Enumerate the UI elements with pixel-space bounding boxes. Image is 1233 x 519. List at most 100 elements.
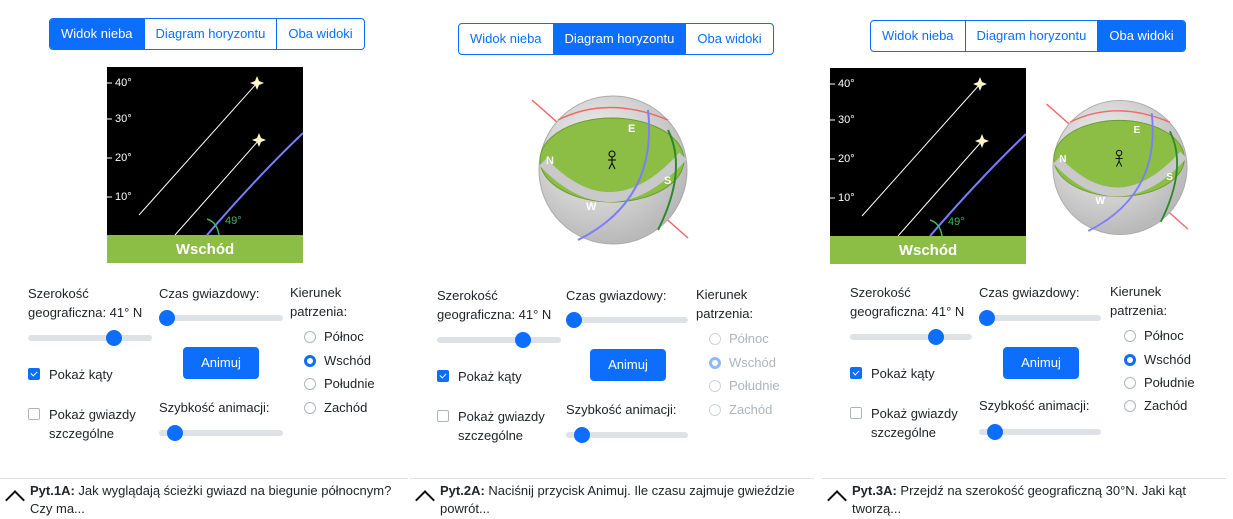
horizon-path <box>929 133 1026 237</box>
checkbox-box <box>28 408 40 420</box>
animation-speed-label: Szybkość animacji: <box>979 398 1090 413</box>
sky-view: 40° 30° 20° 10° 49° Wschód <box>830 68 1026 264</box>
sidereal-thumb[interactable] <box>159 310 175 326</box>
view-toggle: Widok nieba Diagram horyzontu Oba widoki <box>49 18 365 50</box>
radio-east[interactable]: Wschód <box>304 351 371 370</box>
compass-e: E <box>628 123 635 135</box>
latitude-thumb[interactable] <box>106 330 122 346</box>
speed-thumb[interactable] <box>987 424 1003 440</box>
question-text: Pyt.1A: Jak wyglądają ścieżki gwiazd na … <box>30 483 392 516</box>
sky-tick-30: 30° <box>838 114 855 126</box>
direction-label: Wschód <box>899 242 957 259</box>
radio-circle <box>1124 329 1136 342</box>
latitude-label: Szerokość geograficzna: 41° N <box>850 285 965 319</box>
animate-button[interactable]: Animuj <box>1003 347 1079 379</box>
animate-button[interactable]: Animuj <box>183 347 259 379</box>
radio-west[interactable]: Zachód <box>1124 396 1187 415</box>
chevron-up-icon[interactable] <box>5 490 25 510</box>
angle-arc <box>929 219 943 237</box>
sky-view: 40° 30° 20° 10° 49° Wschód <box>107 67 303 263</box>
animation-speed-slider[interactable] <box>159 425 283 441</box>
speed-thumb[interactable] <box>574 427 590 443</box>
show-special-stars-checkbox[interactable]: Pokaż gwiazdy szczególne <box>850 404 970 442</box>
sidereal-time-label: Czas gwiazdowy: <box>979 285 1080 300</box>
question-text: Pyt.3A: Przejdź na szerokość geograficzn… <box>852 483 1186 516</box>
radio-east[interactable]: Wschód <box>1124 350 1191 369</box>
radio-west[interactable]: Zachód <box>304 398 367 417</box>
animation-speed-slider[interactable] <box>979 424 1101 440</box>
horizon-diagram: N E S W <box>1046 99 1189 236</box>
sky-tick-20: 20° <box>115 152 132 164</box>
latitude-thumb[interactable] <box>515 332 531 348</box>
radio-north[interactable]: Północ <box>1124 326 1184 345</box>
tab-sky-view[interactable]: Widok nieba <box>882 28 954 43</box>
compass-e: E <box>1134 125 1141 136</box>
show-special-stars-checkbox[interactable]: Pokaż gwiazdy szczególne <box>437 407 557 445</box>
angle-label: 49° <box>225 215 242 227</box>
latitude-label: Szerokość geograficzna: 41° N <box>28 286 143 320</box>
animate-button[interactable]: Animuj <box>590 349 666 381</box>
latitude-slider[interactable] <box>850 329 972 345</box>
view-toggle: Widok nieba Diagram horyzontu Oba widoki <box>458 23 774 55</box>
sky-tick-30: 30° <box>115 113 132 125</box>
tab-sky-view[interactable]: Widok nieba <box>50 19 144 49</box>
compass-n: N <box>546 155 554 167</box>
star-icon <box>975 134 989 148</box>
latitude-thumb[interactable] <box>928 329 944 345</box>
view-direction-label: Kierunek patrzenia: <box>1110 284 1168 318</box>
radio-north[interactable]: Północ <box>709 329 769 348</box>
star-trail <box>138 82 258 216</box>
question-bar-2[interactable]: Pyt.2A: Naciśnij przycisk Animuj. Ile cz… <box>410 478 814 519</box>
panel-2: Widok nieba Diagram horyzontu Oba widoki… <box>410 0 822 478</box>
radio-west[interactable]: Zachód <box>709 400 772 419</box>
checkbox-box <box>850 367 862 379</box>
radio-south[interactable]: Południe <box>709 376 780 395</box>
sidereal-time-slider[interactable] <box>979 310 1101 326</box>
checkbox-box <box>28 368 40 380</box>
sidereal-thumb[interactable] <box>566 312 582 328</box>
radio-north[interactable]: Północ <box>304 327 364 346</box>
radio-circle <box>304 377 316 390</box>
sky-tick-40: 40° <box>838 78 855 90</box>
radio-circle <box>304 401 316 414</box>
radio-south[interactable]: Południe <box>304 374 375 393</box>
star-trail <box>174 139 260 236</box>
tab-both-views[interactable]: Oba widoki <box>276 19 363 49</box>
question-text: Pyt.2A: Naciśnij przycisk Animuj. Ile cz… <box>440 483 795 516</box>
compass-w: W <box>1096 196 1106 207</box>
show-angles-checkbox[interactable]: Pokaż kąty <box>437 367 522 386</box>
tab-sky-view[interactable]: Widok nieba <box>470 31 542 46</box>
radio-east[interactable]: Wschód <box>709 353 776 372</box>
animation-speed-slider[interactable] <box>566 427 688 443</box>
question-bar-1[interactable]: Pyt.1A: Jak wyglądają ścieżki gwiazd na … <box>0 478 408 519</box>
radio-circle <box>709 379 721 392</box>
show-special-stars-checkbox[interactable]: Pokaż gwiazdy szczególne <box>28 405 148 443</box>
sidereal-time-slider[interactable] <box>159 310 283 326</box>
tab-horizon-diagram[interactable]: Diagram horyzontu <box>552 24 686 54</box>
view-toggle: Widok nieba Diagram horyzontu Oba widoki <box>870 20 1186 52</box>
sidereal-thumb[interactable] <box>979 310 995 326</box>
latitude-slider[interactable] <box>437 332 561 348</box>
show-angles-checkbox[interactable]: Pokaż kąty <box>28 365 113 384</box>
sidereal-time-slider[interactable] <box>566 312 688 328</box>
latitude-slider[interactable] <box>28 330 152 346</box>
star-trail <box>897 140 983 237</box>
tab-both-views[interactable]: Oba widoki <box>685 24 772 54</box>
radio-south[interactable]: Południe <box>1124 373 1195 392</box>
speed-thumb[interactable] <box>167 425 183 441</box>
tab-both-views[interactable]: Oba widoki <box>1097 21 1185 51</box>
sky-tick-10: 10° <box>838 192 855 204</box>
show-angles-checkbox[interactable]: Pokaż kąty <box>850 364 935 383</box>
tab-horizon-diagram[interactable]: Diagram horyzontu <box>143 19 277 49</box>
radio-circle <box>1124 376 1136 389</box>
sky-tick-20: 20° <box>838 153 855 165</box>
chevron-up-icon[interactable] <box>827 490 847 510</box>
tab-horizon-diagram[interactable]: Diagram horyzontu <box>964 21 1098 51</box>
radio-circle <box>709 356 721 369</box>
star-icon <box>250 76 264 90</box>
compass-s: S <box>664 175 671 187</box>
radio-circle <box>304 354 316 367</box>
chevron-up-icon[interactable] <box>415 490 435 510</box>
question-bar-3[interactable]: Pyt.3A: Przejdź na szerokość geograficzn… <box>822 478 1226 519</box>
panel-1: Widok nieba Diagram horyzontu Oba widoki… <box>0 0 410 478</box>
